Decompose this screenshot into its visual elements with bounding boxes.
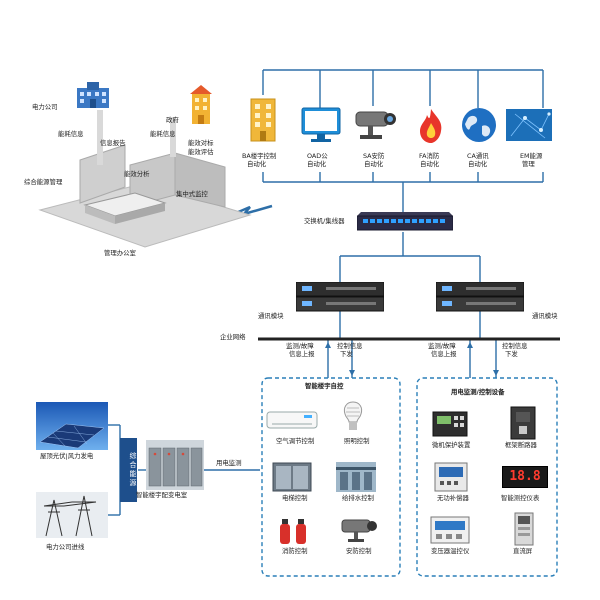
government-label: 政府 xyxy=(166,116,179,124)
fire-icon xyxy=(420,109,442,143)
integrated-energy-vertical-bar: 综合能源 xyxy=(120,438,137,502)
energy-analysis-label: 能效分析 xyxy=(124,170,150,178)
energy-benchmark-label: 能效对标 xyxy=(188,139,214,147)
meter-reading: 18.8 xyxy=(509,469,541,484)
dc-panel-icon xyxy=(514,512,534,546)
water-pump-room-icon xyxy=(336,462,376,492)
right-up-label-2: 信息上报 xyxy=(431,350,457,358)
comm-module-right-label: 通讯模块 xyxy=(532,312,558,320)
government-building-icon xyxy=(190,85,212,124)
globe-icon xyxy=(462,108,496,142)
pd-item-3-label: 无功补偿器 xyxy=(437,494,469,502)
pd-item-2-label: 框架断路器 xyxy=(505,441,537,449)
energy-evaluation-label: 能效评估 xyxy=(188,148,214,156)
subsystem-ba-label: BA楼宇控制 xyxy=(242,152,277,160)
transformer-temp-controller-icon xyxy=(430,516,470,544)
enterprise-network-label: 企业网络 xyxy=(220,333,246,341)
bc-item-1-label: 空气调节控制 xyxy=(276,437,315,445)
left-down-label-2: 下发 xyxy=(340,350,353,358)
substation-room-image xyxy=(146,440,204,490)
building-control-title: 智能楼宇自控 xyxy=(305,382,344,390)
left-up-label-1: 监测/故障 xyxy=(286,342,314,350)
rooftop-pv-label: 屋顶光伏|风力发电 xyxy=(40,452,94,460)
subsystem-oa-sub-label: 自动化 xyxy=(307,160,327,168)
info-report-label: 信息报告 xyxy=(100,139,126,147)
comm-module-left-label: 通讯模块 xyxy=(258,312,284,320)
left-up-label-2: 信息上报 xyxy=(289,350,315,358)
power-monitoring-label: 用电监测 xyxy=(216,459,242,467)
bc-item-5-label: 消防控制 xyxy=(282,547,308,555)
subsystem-sa-label: SA安防 xyxy=(363,152,385,160)
subsystem-oa-label: OAD公 xyxy=(307,152,328,160)
grid-label: 电力公司进线 xyxy=(46,543,85,551)
right-down-label-1: 控制信息 xyxy=(502,342,528,350)
power-company-building-icon xyxy=(77,82,109,108)
subsystem-em-label: EM能源 xyxy=(520,152,543,160)
integrated-energy-vertical-label: 综合能源 xyxy=(129,452,137,488)
fire-extinguisher-icon xyxy=(280,519,306,544)
subsystem-ba-sub-label: 自动化 xyxy=(247,160,267,168)
power-company-label: 电力公司 xyxy=(32,103,58,111)
right-down-label-2: 下发 xyxy=(505,350,518,358)
light-bulb-icon xyxy=(343,401,363,430)
protection-relay-icon xyxy=(432,411,468,437)
network-switch-icon xyxy=(357,212,453,231)
office-label: 管理办公室 xyxy=(104,249,136,257)
switch-label: 交换机/集线器 xyxy=(304,217,345,225)
central-monitoring-label: 集中式监控 xyxy=(176,190,208,198)
pd-item-5-label: 变压器温控仪 xyxy=(431,547,470,555)
security-camera-icon xyxy=(341,519,377,542)
energy-info-left-label: 能耗信息 xyxy=(58,130,84,138)
cctv-camera-icon xyxy=(355,111,396,139)
bc-item-2-label: 照明控制 xyxy=(344,437,370,445)
substation-label: 智能楼宇配变电室 xyxy=(136,491,188,499)
monitor-icon xyxy=(301,107,341,142)
subsystem-ca-sub-label: 自动化 xyxy=(468,160,488,168)
frame-circuit-breaker-icon xyxy=(510,406,536,440)
rooftop-solar-panel-image xyxy=(36,402,108,450)
subsystem-sa-sub-label: 自动化 xyxy=(364,160,384,168)
bc-item-4-label: 给排水控制 xyxy=(342,494,374,502)
pd-item-4-label: 智能测控仪表 xyxy=(501,494,540,502)
network-map-icon xyxy=(506,109,552,141)
subsystem-em-sub-label: 管理 xyxy=(522,160,535,168)
pd-item-6-label: 直流屏 xyxy=(513,547,533,555)
air-conditioner-icon xyxy=(266,411,318,429)
subsystem-ca-label: CA通讯 xyxy=(467,152,489,160)
comm-module-right-icon xyxy=(436,282,524,312)
building-icon xyxy=(250,98,276,142)
reactive-compensator-icon xyxy=(434,462,468,492)
elevator-icon xyxy=(272,462,312,492)
integrated-energy-mgmt-label: 综合能源管理 xyxy=(24,178,63,186)
right-up-label-1: 监测/故障 xyxy=(428,342,456,350)
subsystem-fa-sub-label: 自动化 xyxy=(420,160,440,168)
energy-info-right-label: 能耗信息 xyxy=(150,130,176,138)
smart-meter-display: 18.8 xyxy=(502,466,548,488)
bc-item-6-label: 安防控制 xyxy=(346,547,372,555)
left-down-label-1: 控制信息 xyxy=(337,342,363,350)
power-grid-tower-image xyxy=(36,492,108,538)
pd-item-1-label: 微机保护装置 xyxy=(432,441,471,449)
comm-module-left-icon xyxy=(296,282,384,312)
power-devices-title: 用电监测/控制设备 xyxy=(451,388,505,396)
bc-item-3-label: 电梯控制 xyxy=(282,494,308,502)
subsystem-fa-label: FA消防 xyxy=(419,152,440,160)
office-isometric-illustration xyxy=(38,110,252,248)
